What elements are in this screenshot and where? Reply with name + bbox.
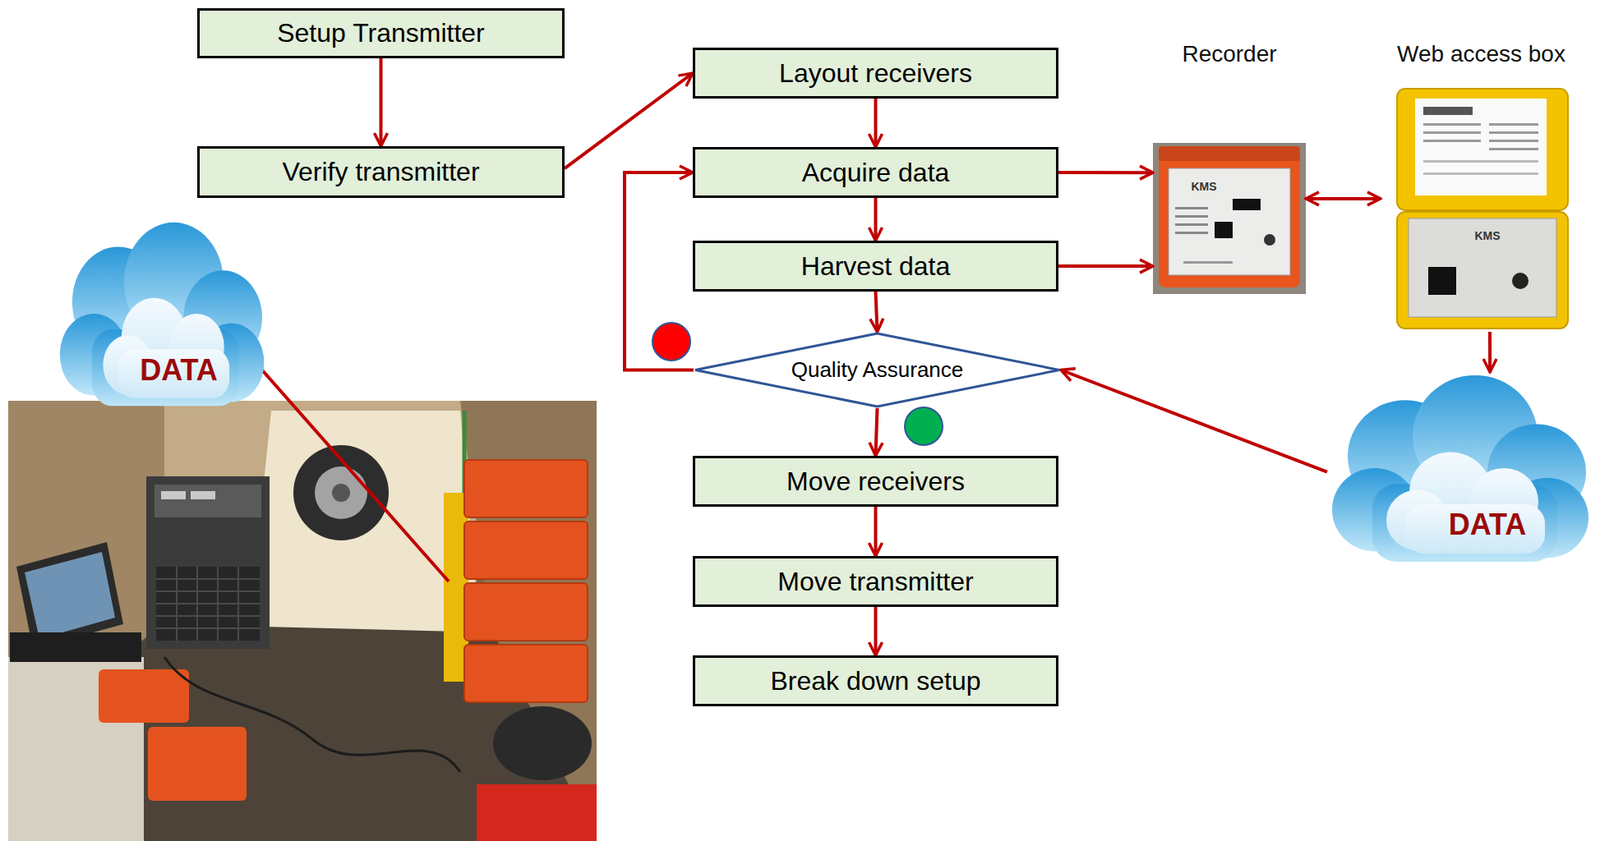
device-label: Recorder bbox=[1181, 41, 1277, 68]
upload-arrow bbox=[239, 345, 449, 582]
recorder-picture bbox=[1152, 142, 1306, 295]
flow-arrow bbox=[1488, 331, 1492, 373]
brand-label: KMS bbox=[1474, 230, 1500, 242]
node-label: Acquire data bbox=[802, 157, 950, 189]
node-label: Verify transmitter bbox=[281, 156, 480, 188]
process-box: Move receivers bbox=[692, 456, 1059, 508]
process-box: Move transmitter bbox=[692, 556, 1059, 608]
cloud-outer bbox=[1332, 375, 1589, 563]
diamond-polygon bbox=[695, 333, 1060, 407]
flow-arrow bbox=[874, 198, 878, 241]
flow-arrow bbox=[1058, 170, 1153, 175]
flow-arrow bbox=[874, 98, 878, 148]
flow-arrow bbox=[1060, 370, 1328, 473]
flow-arrow bbox=[874, 607, 878, 656]
node-label: Move receivers bbox=[786, 466, 965, 498]
flow-arrow bbox=[624, 172, 694, 371]
process-box: Harvest data bbox=[692, 240, 1059, 292]
cloud-label: DATA bbox=[139, 353, 218, 388]
cloud-label: DATA bbox=[1448, 507, 1527, 542]
device-picture: Web access box bbox=[1380, 41, 1582, 332]
process-box: Layout receivers bbox=[692, 47, 1059, 99]
flow-arrow bbox=[874, 507, 878, 557]
cloud-inner bbox=[102, 298, 230, 399]
flow-arrow bbox=[1058, 264, 1153, 268]
process-box: Break down setup bbox=[692, 655, 1059, 707]
process-box: Verify transmitter bbox=[197, 146, 565, 199]
cloud-inner bbox=[1386, 452, 1545, 555]
cloud-outer bbox=[59, 222, 265, 406]
pass-dot bbox=[904, 407, 943, 446]
node-label: Move transmitter bbox=[777, 567, 973, 598]
process-box: Setup Transmitter bbox=[197, 8, 565, 59]
data-cloud: DATA bbox=[1327, 372, 1591, 565]
node-label: Setup Transmitter bbox=[276, 18, 485, 49]
site-photo bbox=[8, 401, 597, 841]
flow-arrow bbox=[1305, 197, 1381, 201]
data-cloud: DATA bbox=[55, 219, 266, 409]
brand-label: KMS bbox=[1190, 180, 1217, 193]
decision-diamond: Quality Assurance bbox=[693, 331, 1061, 409]
flow-arrow bbox=[876, 291, 878, 332]
flow-arrow bbox=[379, 58, 383, 147]
flow-arrow bbox=[564, 73, 693, 169]
device-picture: Recorder bbox=[1152, 41, 1306, 295]
process-box: Acquire data bbox=[692, 147, 1059, 199]
node-label: Layout receivers bbox=[779, 58, 973, 89]
node-label: Quality Assurance bbox=[791, 358, 964, 383]
flow-arrow bbox=[876, 408, 878, 457]
node-label: Harvest data bbox=[801, 251, 950, 282]
device-label: Web access box bbox=[1397, 41, 1566, 68]
fail-dot bbox=[652, 322, 691, 361]
web-access-box-picture bbox=[1397, 88, 1568, 329]
node-label: Break down setup bbox=[770, 666, 981, 697]
